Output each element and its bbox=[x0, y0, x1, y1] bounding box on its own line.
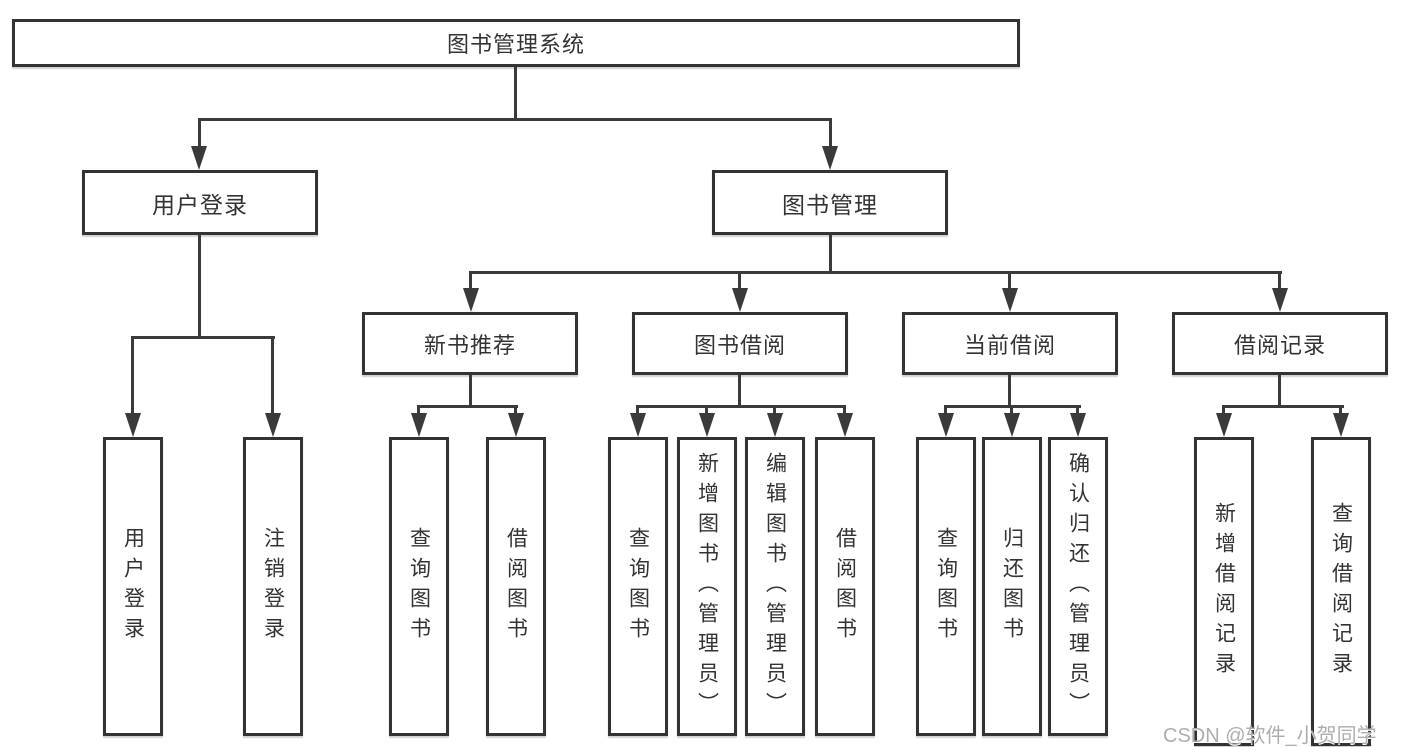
connector-line bbox=[469, 375, 472, 408]
node-borrow-records-label: 借阅记录 bbox=[1233, 332, 1326, 358]
connector-line bbox=[1010, 405, 1013, 416]
leaf-user-login-label: 用户登录 bbox=[121, 526, 145, 647]
arrow-down-icon bbox=[732, 288, 748, 312]
connector-line bbox=[1222, 405, 1344, 408]
connector-line bbox=[738, 375, 741, 408]
node-current-borrow-label: 当前借阅 bbox=[963, 332, 1056, 358]
connector-line bbox=[1008, 271, 1011, 290]
connector-line bbox=[705, 405, 708, 416]
leaf-query-borrow-record: 查询借阅记录 bbox=[1311, 437, 1371, 746]
connector-line bbox=[417, 405, 420, 416]
connector-line bbox=[198, 118, 201, 148]
node-new-book-recommend: 新书推荐 bbox=[362, 312, 578, 375]
connector-line bbox=[514, 67, 517, 120]
arrow-down-icon bbox=[630, 413, 646, 437]
csdn-watermark: CSDN @软件_小贺同学 bbox=[1163, 725, 1377, 747]
arrow-down-icon bbox=[265, 413, 281, 437]
connector-line bbox=[636, 405, 639, 416]
leaf-borrow-books-recommend: 借阅图书 bbox=[486, 437, 546, 736]
connector-line bbox=[1008, 375, 1011, 408]
arrow-down-icon bbox=[699, 413, 715, 437]
leaf-query-books-borrow-label: 查询图书 bbox=[626, 526, 650, 647]
connector-line bbox=[271, 336, 274, 415]
node-root-label: 图书管理系统 bbox=[446, 32, 585, 57]
connector-line bbox=[198, 118, 832, 121]
node-book-management-label: 图书管理 bbox=[782, 191, 878, 218]
arrow-down-icon bbox=[1216, 413, 1232, 437]
connector-line bbox=[469, 271, 1282, 274]
node-root: 图书管理系统 bbox=[12, 19, 1020, 67]
node-book-borrow-label: 图书借阅 bbox=[693, 332, 786, 358]
leaf-query-books-recommend: 查询图书 bbox=[389, 437, 449, 736]
connector-line bbox=[1076, 405, 1079, 416]
leaf-user-login: 用户登录 bbox=[103, 437, 163, 736]
connector-line bbox=[829, 118, 832, 148]
leaf-add-borrow-record: 新增借阅记录 bbox=[1194, 437, 1254, 746]
leaf-query-books-current: 查询图书 bbox=[916, 437, 976, 736]
arrow-down-icon bbox=[767, 413, 783, 437]
connector-line bbox=[514, 405, 517, 416]
arrow-down-icon bbox=[822, 146, 838, 170]
arrow-down-icon bbox=[1070, 413, 1086, 437]
arrow-down-icon bbox=[508, 413, 524, 437]
node-borrow-records: 借阅记录 bbox=[1172, 312, 1388, 375]
node-current-borrow: 当前借阅 bbox=[902, 312, 1118, 375]
leaf-logout: 注销登录 bbox=[243, 437, 303, 736]
arrow-down-icon bbox=[1004, 413, 1020, 437]
leaf-confirm-return-admin-label: 确认归还（管理员） bbox=[1066, 451, 1090, 722]
arrow-down-icon bbox=[837, 413, 853, 437]
arrow-down-icon bbox=[125, 413, 141, 437]
leaf-return-book-label: 归还图书 bbox=[1000, 526, 1024, 647]
connector-line bbox=[1278, 271, 1281, 290]
leaf-add-borrow-record-label: 新增借阅记录 bbox=[1212, 501, 1236, 682]
connector-line bbox=[1222, 405, 1225, 416]
leaf-edit-book-admin-label: 编辑图书（管理员） bbox=[763, 451, 787, 722]
leaf-return-book: 归还图书 bbox=[982, 437, 1042, 736]
node-new-book-recommend-label: 新书推荐 bbox=[423, 332, 516, 358]
leaf-edit-book-admin: 编辑图书（管理员） bbox=[745, 437, 805, 736]
leaf-logout-label: 注销登录 bbox=[261, 526, 285, 647]
connector-line bbox=[1278, 375, 1281, 408]
connector-line bbox=[417, 405, 518, 408]
arrow-down-icon bbox=[411, 413, 427, 437]
connector-line bbox=[843, 405, 846, 416]
connector-line bbox=[198, 235, 201, 339]
node-book-borrow: 图书借阅 bbox=[632, 312, 848, 375]
connector-line bbox=[636, 405, 846, 408]
node-user-login-label: 用户登录 bbox=[152, 191, 248, 218]
connector-line bbox=[829, 235, 832, 274]
connector-line bbox=[469, 271, 472, 290]
leaf-query-books-current-label: 查询图书 bbox=[934, 526, 958, 647]
leaf-confirm-return-admin: 确认归还（管理员） bbox=[1048, 437, 1108, 736]
leaf-borrow-books: 借阅图书 bbox=[815, 437, 875, 736]
node-book-management: 图书管理 bbox=[712, 170, 948, 235]
arrow-down-icon bbox=[1272, 288, 1288, 312]
arrow-down-icon bbox=[463, 288, 479, 312]
leaf-borrow-books-recommend-label: 借阅图书 bbox=[504, 526, 528, 647]
connector-line bbox=[773, 405, 776, 416]
leaf-add-book-admin: 新增图书（管理员） bbox=[677, 437, 737, 736]
connector-line bbox=[944, 405, 947, 416]
leaf-query-books-recommend-label: 查询图书 bbox=[407, 526, 431, 647]
leaf-borrow-books-label: 借阅图书 bbox=[833, 526, 857, 647]
leaf-add-book-admin-label: 新增图书（管理员） bbox=[695, 451, 719, 722]
node-user-login: 用户登录 bbox=[82, 170, 318, 235]
leaf-query-borrow-record-label: 查询借阅记录 bbox=[1329, 501, 1353, 682]
arrow-down-icon bbox=[1002, 288, 1018, 312]
connector-line bbox=[131, 336, 134, 415]
arrow-down-icon bbox=[1333, 413, 1349, 437]
arrow-down-icon bbox=[191, 146, 207, 170]
connector-line bbox=[738, 271, 741, 290]
connector-line bbox=[131, 336, 275, 339]
leaf-query-books-borrow: 查询图书 bbox=[608, 437, 668, 736]
connector-line bbox=[1339, 405, 1342, 416]
arrow-down-icon bbox=[938, 413, 954, 437]
